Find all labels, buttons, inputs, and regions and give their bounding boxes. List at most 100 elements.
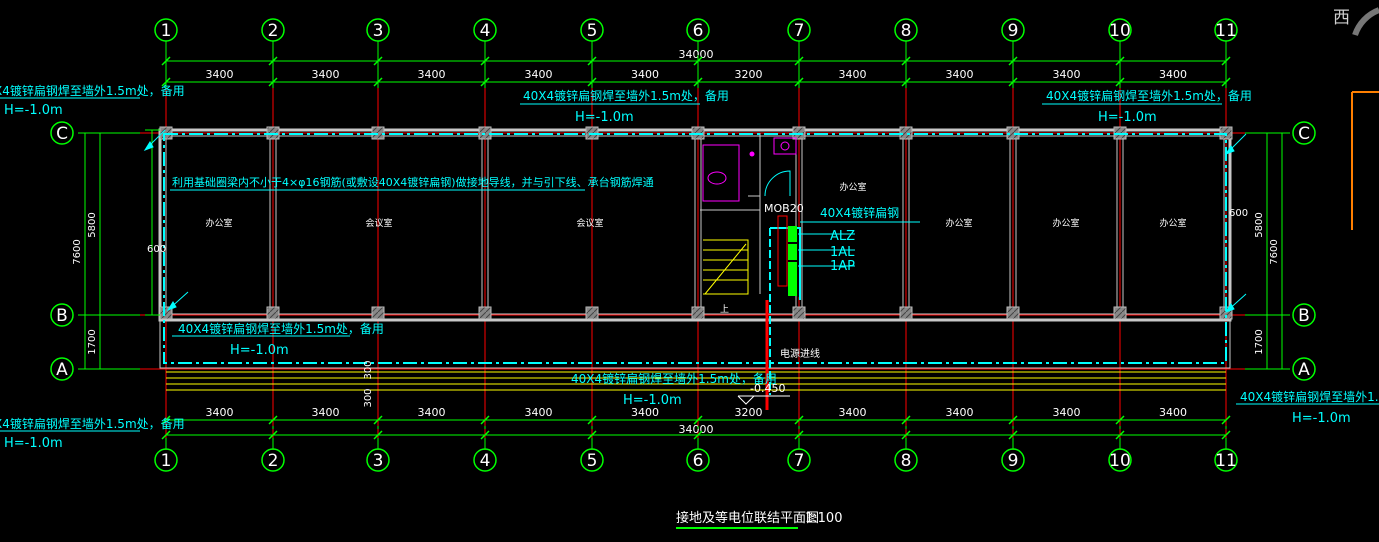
level-triangle-icon bbox=[737, 395, 790, 405]
partition-walls bbox=[269, 132, 1124, 316]
axis-bubble-left-A-label: A bbox=[56, 360, 68, 380]
dimension-chain-left bbox=[78, 129, 160, 370]
column-4-b bbox=[478, 306, 492, 320]
viewcube-ring-icon[interactable] bbox=[1352, 7, 1379, 37]
dim-bottom-span-1: 3400 bbox=[206, 406, 234, 419]
axis-bubble-top-6: 6 bbox=[686, 18, 710, 42]
axis-bubble-right-C-label: C bbox=[1298, 124, 1310, 144]
axis-bubble-top-9-label: 9 bbox=[1008, 21, 1019, 41]
axis-bubble-top-8: 8 bbox=[894, 18, 918, 42]
washbasin-icon bbox=[773, 137, 797, 155]
axis-bubbles-top: 1 2 3 4 5 6 7 8 9 10 11 bbox=[154, 18, 1238, 62]
axis-bubble-left-C: C bbox=[50, 121, 74, 145]
axis-bubble-bottom-10-label: 10 bbox=[1109, 451, 1131, 471]
axis-bubble-top-1-label: 1 bbox=[161, 21, 172, 41]
axis-bubble-right-A-circle bbox=[1292, 357, 1316, 381]
axis-bubble-left-B-label: B bbox=[56, 306, 68, 326]
dim-top-span-8: 3400 bbox=[946, 68, 974, 81]
orange-frame-edge bbox=[1351, 91, 1379, 230]
axis-bubble-top-2-label: 2 bbox=[268, 21, 279, 41]
dim-right-offset: 600 bbox=[1229, 208, 1248, 219]
note-foundation: 利用基础圈梁内不小于4×φ16钢筋(或敷设40X4镀锌扁钢)做接地导线，并与引下… bbox=[172, 175, 654, 189]
note-left-top-1: X4镀锌扁钢焊至墙外1.5m处，备用 bbox=[0, 83, 185, 98]
dim-right-ba: 1700 bbox=[1254, 329, 1265, 354]
room-label-4: 办公室 bbox=[839, 181, 866, 193]
room-label-2: 会议室 bbox=[365, 217, 392, 229]
cabinet-1al bbox=[788, 244, 797, 260]
column-2-b bbox=[266, 306, 280, 320]
axis-bubble-top-5: 5 bbox=[580, 18, 604, 42]
note-left-bottom-2: H=-1.0m bbox=[4, 436, 63, 451]
axis-bubble-bottom-1-label: 1 bbox=[161, 451, 172, 471]
axis-bubble-top-7-label: 7 bbox=[794, 21, 805, 41]
distribution-cabinets bbox=[765, 215, 797, 410]
dim-bottom-span-9: 3400 bbox=[1053, 406, 1081, 419]
axis-bubble-bottom-5: 5 bbox=[580, 448, 604, 472]
room-label-7: 办公室 bbox=[1159, 217, 1186, 229]
column-3-b bbox=[371, 306, 385, 320]
dim-top-span-9: 3400 bbox=[1053, 68, 1081, 81]
axis-bubble-left-A-circle bbox=[50, 357, 74, 381]
title-scale: 1:100 bbox=[805, 511, 842, 526]
dim-top-span-1: 3400 bbox=[206, 68, 234, 81]
cabinet-alz bbox=[788, 226, 797, 242]
axis-bubbles-left: C B A bbox=[50, 121, 74, 381]
door-swing-icon bbox=[764, 170, 791, 197]
axis-bubble-left-C-label: C bbox=[56, 124, 68, 144]
column-5-b bbox=[585, 306, 599, 320]
dimension-chain-right bbox=[1245, 132, 1290, 370]
dim-bottom-span-10: 3400 bbox=[1159, 406, 1187, 419]
axis-bubble-top-11-label: 11 bbox=[1215, 21, 1237, 41]
axis-bubble-top-7: 7 bbox=[787, 18, 811, 42]
floor-drain-icon bbox=[749, 151, 755, 157]
axis-bubble-right-C-circle bbox=[1292, 121, 1316, 145]
column-7-b bbox=[792, 306, 806, 320]
toilet-room bbox=[702, 144, 740, 202]
axis-bubble-top-3: 3 bbox=[366, 18, 390, 42]
note-right-bottom-2: H=-1.0m bbox=[1292, 411, 1351, 426]
axis-bubble-top-4-label: 4 bbox=[480, 21, 491, 41]
axis-bubble-right-A-label: A bbox=[1298, 360, 1310, 380]
column-10-b bbox=[1113, 306, 1127, 320]
axis-bubble-bottom-2-label: 2 bbox=[268, 451, 279, 471]
note-right-bottom-1: 40X4镀锌扁钢焊至墙外1.5m处 bbox=[1240, 389, 1379, 404]
dim-bottom-span-3: 3400 bbox=[418, 406, 446, 419]
axis-bubble-right-A: A bbox=[1292, 357, 1316, 381]
grounding-point-arrows bbox=[143, 129, 1247, 313]
axis-bubble-left-C-circle bbox=[50, 121, 74, 145]
axis-bubble-bottom-4-label: 4 bbox=[480, 451, 491, 471]
note-left-bottom-1: X4镀锌扁钢焊至墙外1.5m处，备用 bbox=[0, 416, 185, 431]
dim-bottom-span-2: 3400 bbox=[312, 406, 340, 419]
title-text: 接地及等电位联结平面图 bbox=[676, 510, 819, 526]
axis-bubble-bottom-7: 7 bbox=[787, 448, 811, 472]
axis-bubble-bottom-11: 11 bbox=[1214, 448, 1238, 472]
note-front-2: H=-1.0m bbox=[623, 393, 682, 408]
axis-bubble-top-10: 10 bbox=[1108, 18, 1132, 42]
dim-top-span-2: 3400 bbox=[312, 68, 340, 81]
dim-bottom-total: 34000 bbox=[679, 423, 714, 436]
note-front-1: 40X4镀锌扁钢焊至墙外1.5m处，备用 bbox=[571, 371, 777, 386]
axis-bubble-right-C: C bbox=[1292, 121, 1316, 145]
column-9-b bbox=[1006, 306, 1020, 320]
note-steel-label: 40X4镀锌扁钢 bbox=[820, 206, 899, 220]
dim-left-ba: 1700 bbox=[87, 329, 98, 354]
viewport-label[interactable]: 西 bbox=[1333, 8, 1350, 28]
axis-bubble-bottom-3-label: 3 bbox=[373, 451, 384, 471]
dim-right-total: 7600 bbox=[1269, 239, 1280, 264]
note-top-center-2: H=-1.0m bbox=[575, 110, 634, 125]
axis-bubble-left-B: B bbox=[50, 303, 74, 327]
axis-bubble-bottom-9: 9 bbox=[1001, 448, 1025, 472]
dim-top-span-3: 3400 bbox=[418, 68, 446, 81]
dim-left-offset: 600 bbox=[147, 244, 166, 255]
axis-bubble-right-B-label: B bbox=[1298, 306, 1310, 326]
dim-bottom-span-5: 3400 bbox=[631, 406, 659, 419]
axis-bubble-top-1: 1 bbox=[154, 18, 178, 42]
stair-up-mark: 上 bbox=[720, 304, 729, 315]
axis-bubble-top-9: 9 bbox=[1001, 18, 1025, 42]
axis-bubble-top-2: 2 bbox=[261, 18, 285, 42]
axis-bubble-bottom-1: 1 bbox=[154, 448, 178, 472]
dim-bottom-span-4: 3400 bbox=[525, 406, 553, 419]
toilet-icon bbox=[707, 171, 727, 185]
axis-bubble-bottom-4: 4 bbox=[473, 448, 497, 472]
